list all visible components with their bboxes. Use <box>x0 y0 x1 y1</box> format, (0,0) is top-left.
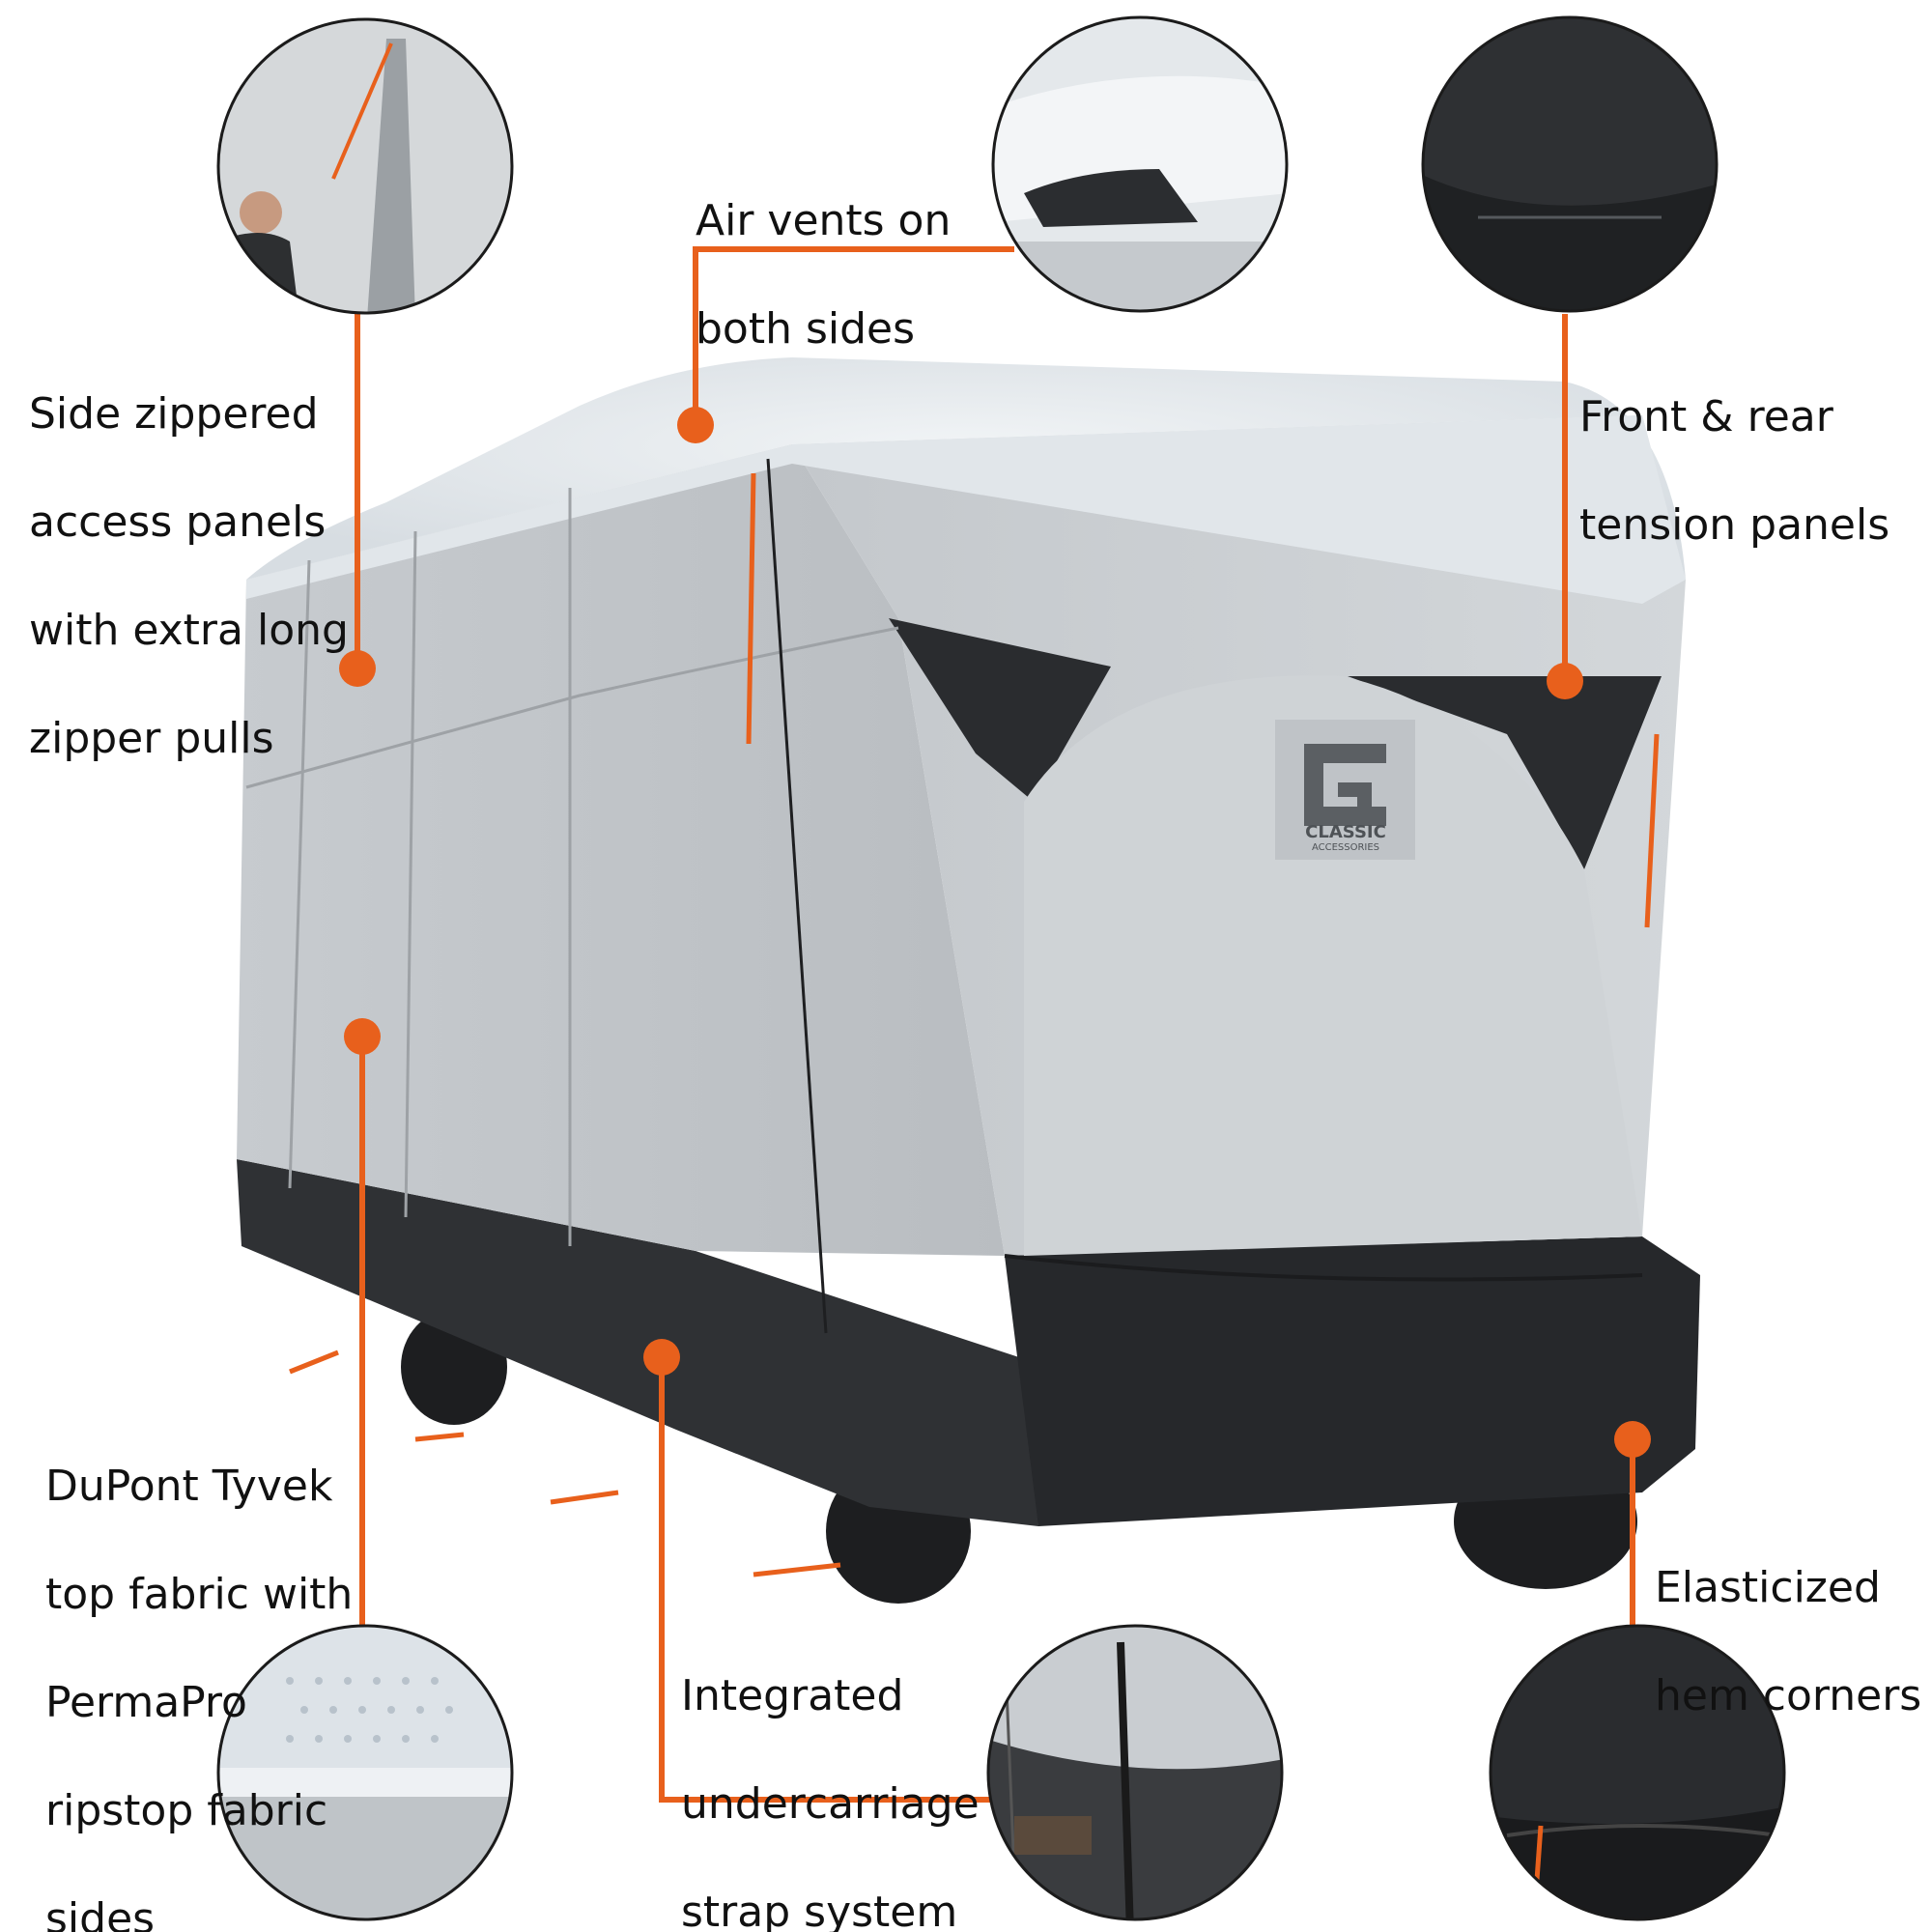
strap-detail-photo <box>986 1624 1284 1921</box>
callout-undercarriage: Integrated undercarriage strap system <box>681 1615 980 1932</box>
callout-line: Air vents on <box>696 196 952 245</box>
callout-line: both sides <box>696 304 916 354</box>
brand-subname: ACCESSORIES <box>1311 842 1380 853</box>
callout-line: top fabric with <box>45 1570 354 1619</box>
callout-line: undercarriage <box>681 1779 980 1829</box>
callout-line: access panels <box>29 497 327 547</box>
callout-leaders <box>355 246 1635 1803</box>
callout-air-vents: Air vents on both sides <box>696 140 951 411</box>
brand-logo-text: CLASSIC ACCESSORIES <box>1283 823 1408 854</box>
callout-line: tension panels <box>1579 500 1890 550</box>
zipper-detail-photo <box>216 17 514 315</box>
callout-line: Front & rear <box>1579 392 1833 441</box>
callout-line: strap system <box>681 1888 958 1932</box>
callout-line: Side zippered <box>29 389 319 439</box>
callout-side-zipper: Side zippered access panels with extra l… <box>29 333 349 820</box>
tension-detail-photo <box>1421 15 1719 313</box>
callout-hem-corners: Elasticized hem corners <box>1655 1507 1921 1777</box>
brand-logo-tag <box>1275 720 1415 860</box>
callout-line: zipper pulls <box>29 714 274 763</box>
hem-marker-dot <box>1614 1421 1651 1458</box>
tension-marker-dot <box>1547 663 1583 699</box>
callout-line: sides <box>45 1894 156 1932</box>
callout-line: ripstop fabric <box>45 1786 328 1835</box>
callout-line: with extra long <box>29 606 349 655</box>
callout-dots <box>339 407 1651 1458</box>
strap-marker-dot <box>643 1339 680 1376</box>
rv-body <box>237 357 1700 1604</box>
callout-line: Elasticized <box>1655 1563 1881 1612</box>
vent-marker-dot <box>677 407 714 443</box>
fabric-marker-dot <box>344 1018 381 1055</box>
callout-tension-panels: Front & rear tension panels <box>1579 336 1889 607</box>
zipper-marker-dot <box>339 650 376 687</box>
callout-line: Integrated <box>681 1671 904 1720</box>
callout-tyvek-fabric: DuPont Tyvek top fabric with PermaPro ri… <box>45 1406 353 1932</box>
fabric-detail-photo <box>216 1624 514 1921</box>
callout-line: DuPont Tyvek <box>45 1462 333 1511</box>
callout-line: hem corners <box>1655 1671 1922 1720</box>
vent-detail-photo <box>991 15 1289 313</box>
brand-name: CLASSIC <box>1305 822 1386 842</box>
callout-line: PermaPro <box>45 1678 247 1727</box>
